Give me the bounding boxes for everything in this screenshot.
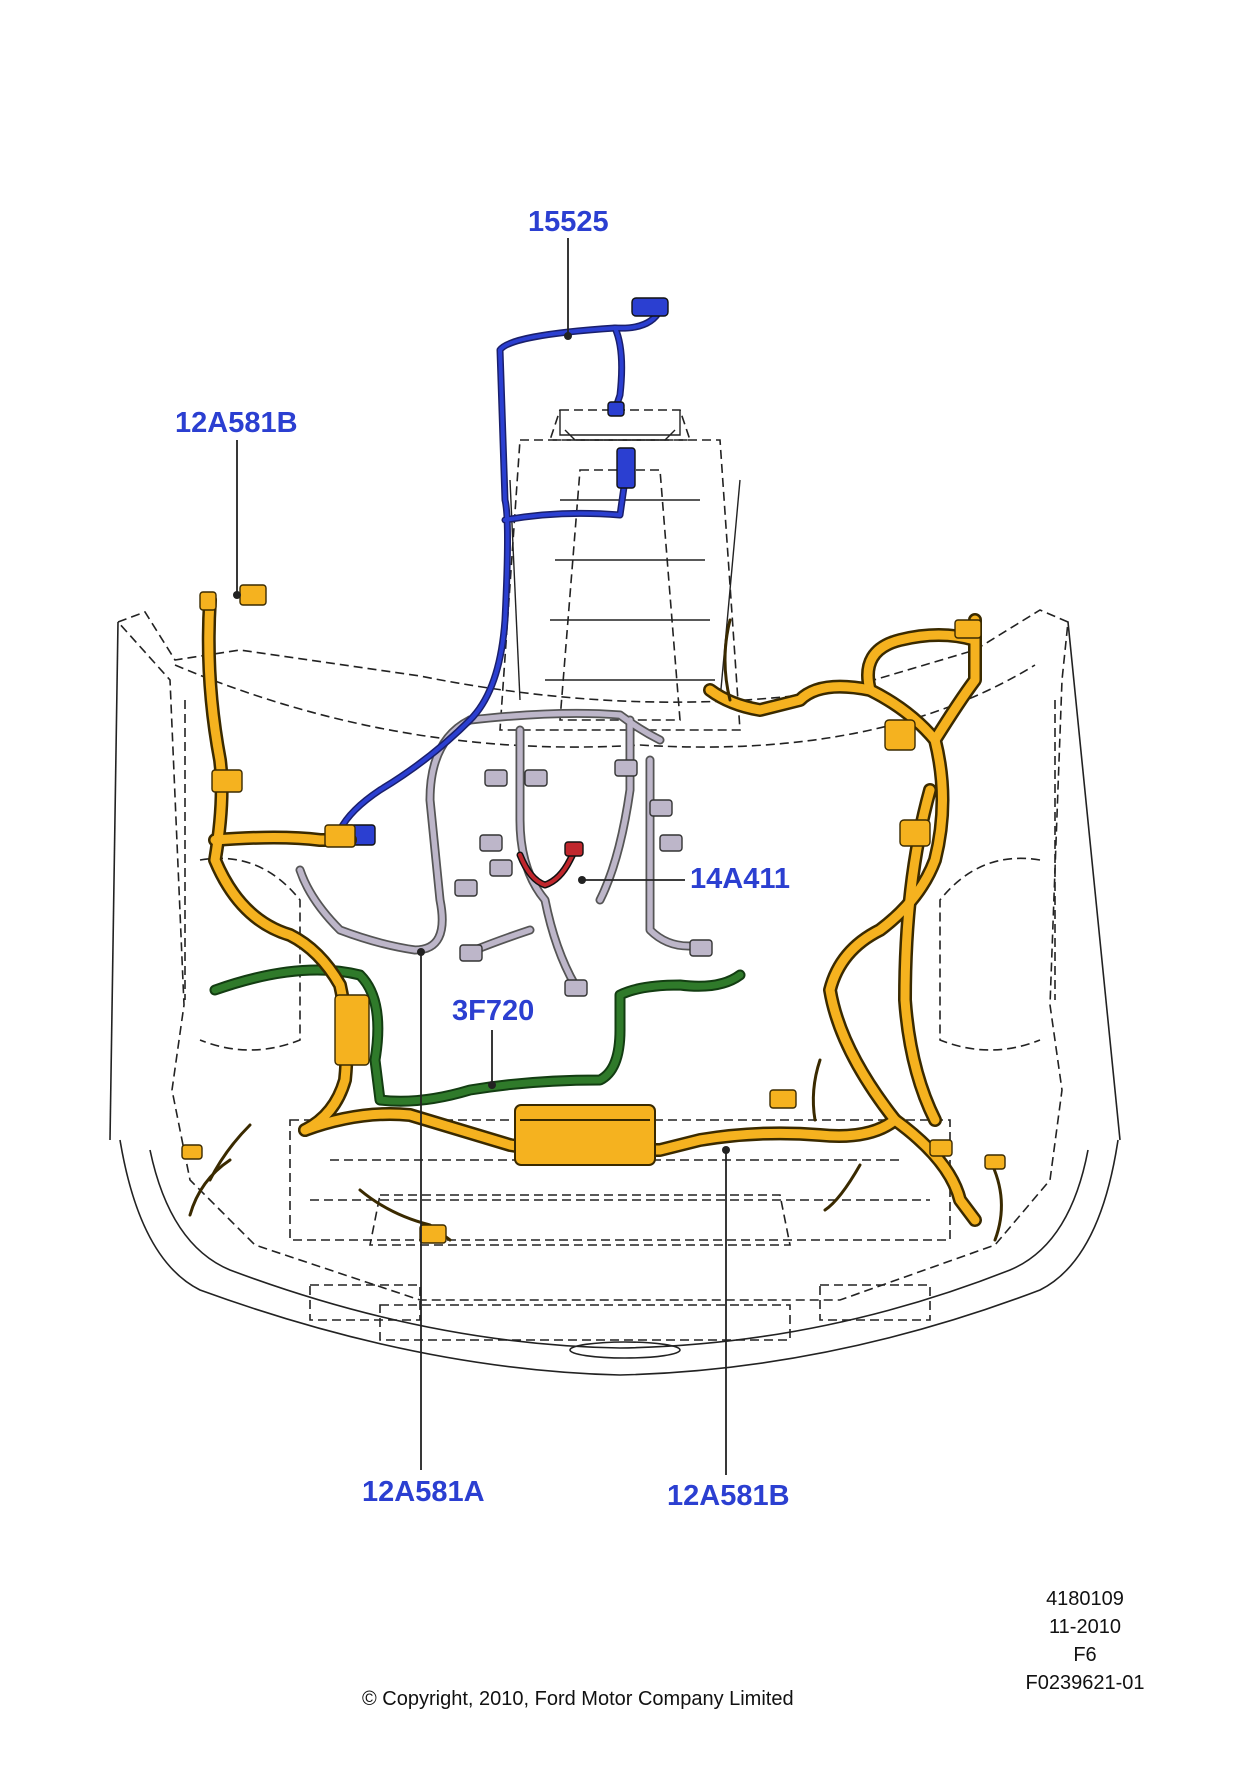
harness-12A581A-connectors — [454, 759, 713, 997]
harness-12A581B-connectors — [181, 584, 1006, 1244]
illustration-variant: F6 — [1073, 1644, 1097, 1666]
leader-lines — [236, 238, 727, 1475]
reference-block: 4180109 11-2010 F6 F0239621-01 — [1000, 1585, 1170, 1697]
harness-14A411-connector — [564, 841, 584, 857]
leader-dots — [233, 332, 730, 1154]
callout-3F720: 3F720 — [452, 995, 535, 1027]
figure-id: F0239621-01 — [1025, 1672, 1145, 1694]
front-bumper — [109, 621, 1121, 1376]
callout-12A581A: 12A581A — [362, 1476, 485, 1508]
illustration-number: 4180109 — [1046, 1588, 1124, 1610]
harness-14A411-red — [516, 846, 579, 889]
illustration-date: 11-2010 — [1049, 1616, 1121, 1638]
callout-12A581B-top: 12A581B — [175, 407, 298, 439]
callout-14A411: 14A411 — [690, 863, 790, 895]
transmission — [509, 410, 741, 701]
callout-15525: 15525 — [528, 206, 609, 238]
copyright-notice: © Copyright, 2010, Ford Motor Company Li… — [362, 1688, 794, 1710]
harness-15525-blue-fill — [338, 303, 662, 832]
harness-3F720-green — [209, 964, 746, 1107]
harness-12A581A-grey-fill — [297, 710, 703, 988]
callout-12A581B-bottom: 12A581B — [667, 1480, 790, 1512]
pcm-module — [514, 1104, 656, 1166]
